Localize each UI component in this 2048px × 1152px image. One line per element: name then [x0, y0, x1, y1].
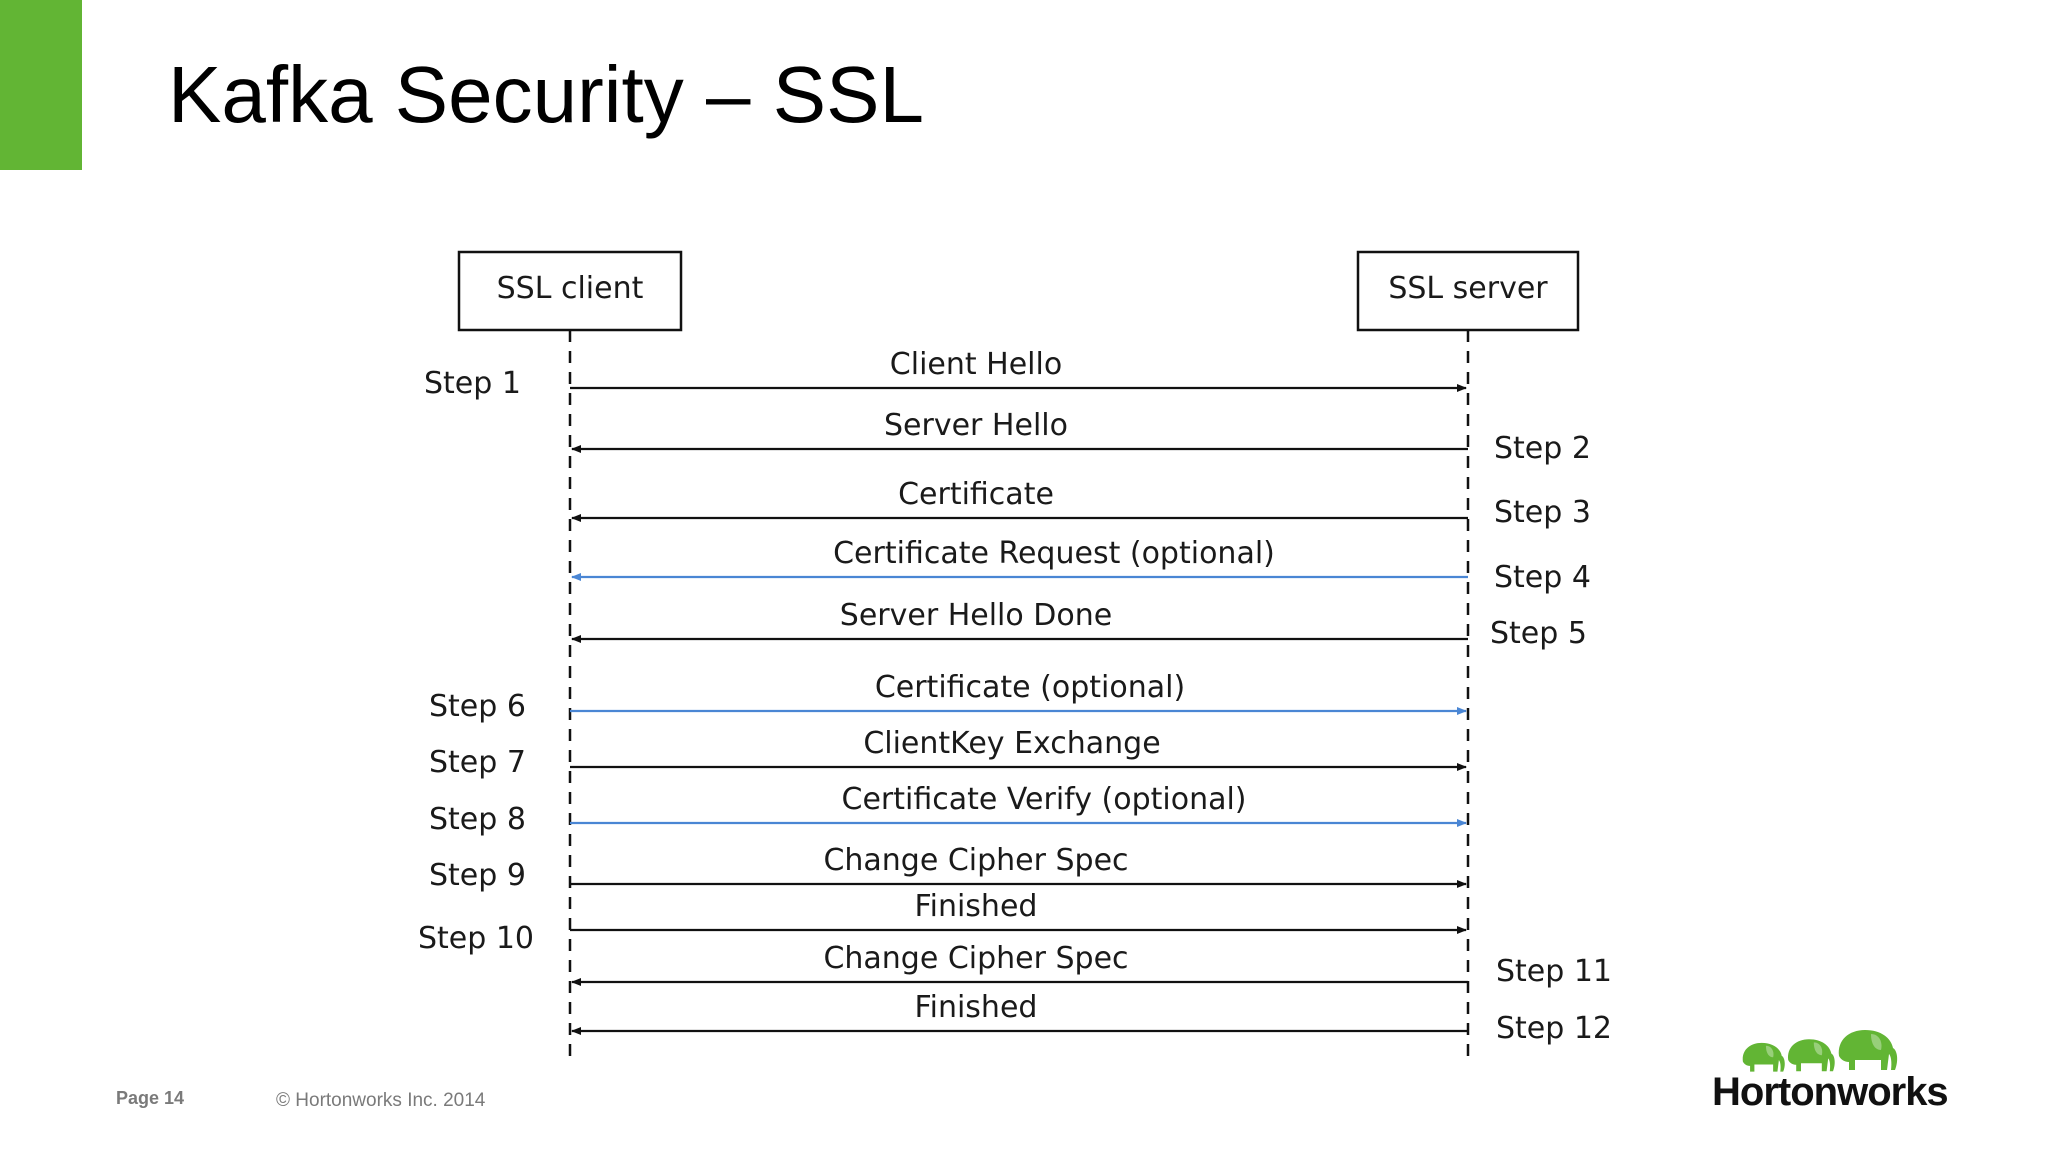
message-label: Server Hello Done — [840, 598, 1112, 633]
page-number: Page 14 — [116, 1088, 185, 1108]
client-label: SSL client — [497, 271, 644, 306]
logo-wordmark: Hortonworks — [1712, 1070, 1949, 1114]
step-label: Step 9 — [429, 858, 526, 893]
elephant-shape — [1742, 1042, 1785, 1072]
message-label: Change Cipher Spec — [823, 941, 1128, 976]
hortonworks-logo: Hortonworks — [1700, 1016, 1949, 1116]
copyright-text: © Hortonworks Inc. 2014 — [276, 1090, 486, 1111]
message-label: Server Hello — [884, 408, 1068, 443]
message-label: ClientKey Exchange — [863, 726, 1160, 761]
message-label: Certificate — [898, 477, 1054, 512]
message-label: Finished — [915, 889, 1038, 924]
step-label: Step 10 — [418, 921, 534, 956]
message-label: Certificate (optional) — [875, 670, 1185, 705]
slide-title: Kafka Security – SSL — [168, 50, 924, 139]
step-label: Step 7 — [429, 745, 526, 780]
step-label: Step 6 — [429, 689, 526, 724]
step-label: Step 5 — [1490, 616, 1587, 651]
step-label: Step 12 — [1496, 1011, 1612, 1046]
message-label: Finished — [915, 990, 1038, 1025]
message-label: Certificate Request (optional) — [833, 536, 1275, 571]
elephants-icon — [1742, 1030, 1898, 1072]
elephant-shape — [1788, 1039, 1835, 1072]
server-box: SSL server — [1356, 250, 1580, 332]
step-label: Step 11 — [1496, 954, 1612, 989]
accent-bar — [0, 0, 82, 170]
elephant-shape — [1838, 1030, 1898, 1070]
client-box: SSL client — [457, 250, 683, 332]
server-label: SSL server — [1388, 271, 1548, 306]
step-label: Step 4 — [1494, 560, 1591, 595]
step-label: Step 2 — [1494, 431, 1591, 466]
message-label: Certificate Verify (optional) — [842, 782, 1247, 817]
step-label: Step 3 — [1494, 495, 1591, 530]
step-label: Step 1 — [424, 366, 521, 401]
message-label: Change Cipher Spec — [823, 843, 1128, 878]
message-label: Client Hello — [890, 347, 1062, 382]
step-label: Step 8 — [429, 802, 526, 837]
